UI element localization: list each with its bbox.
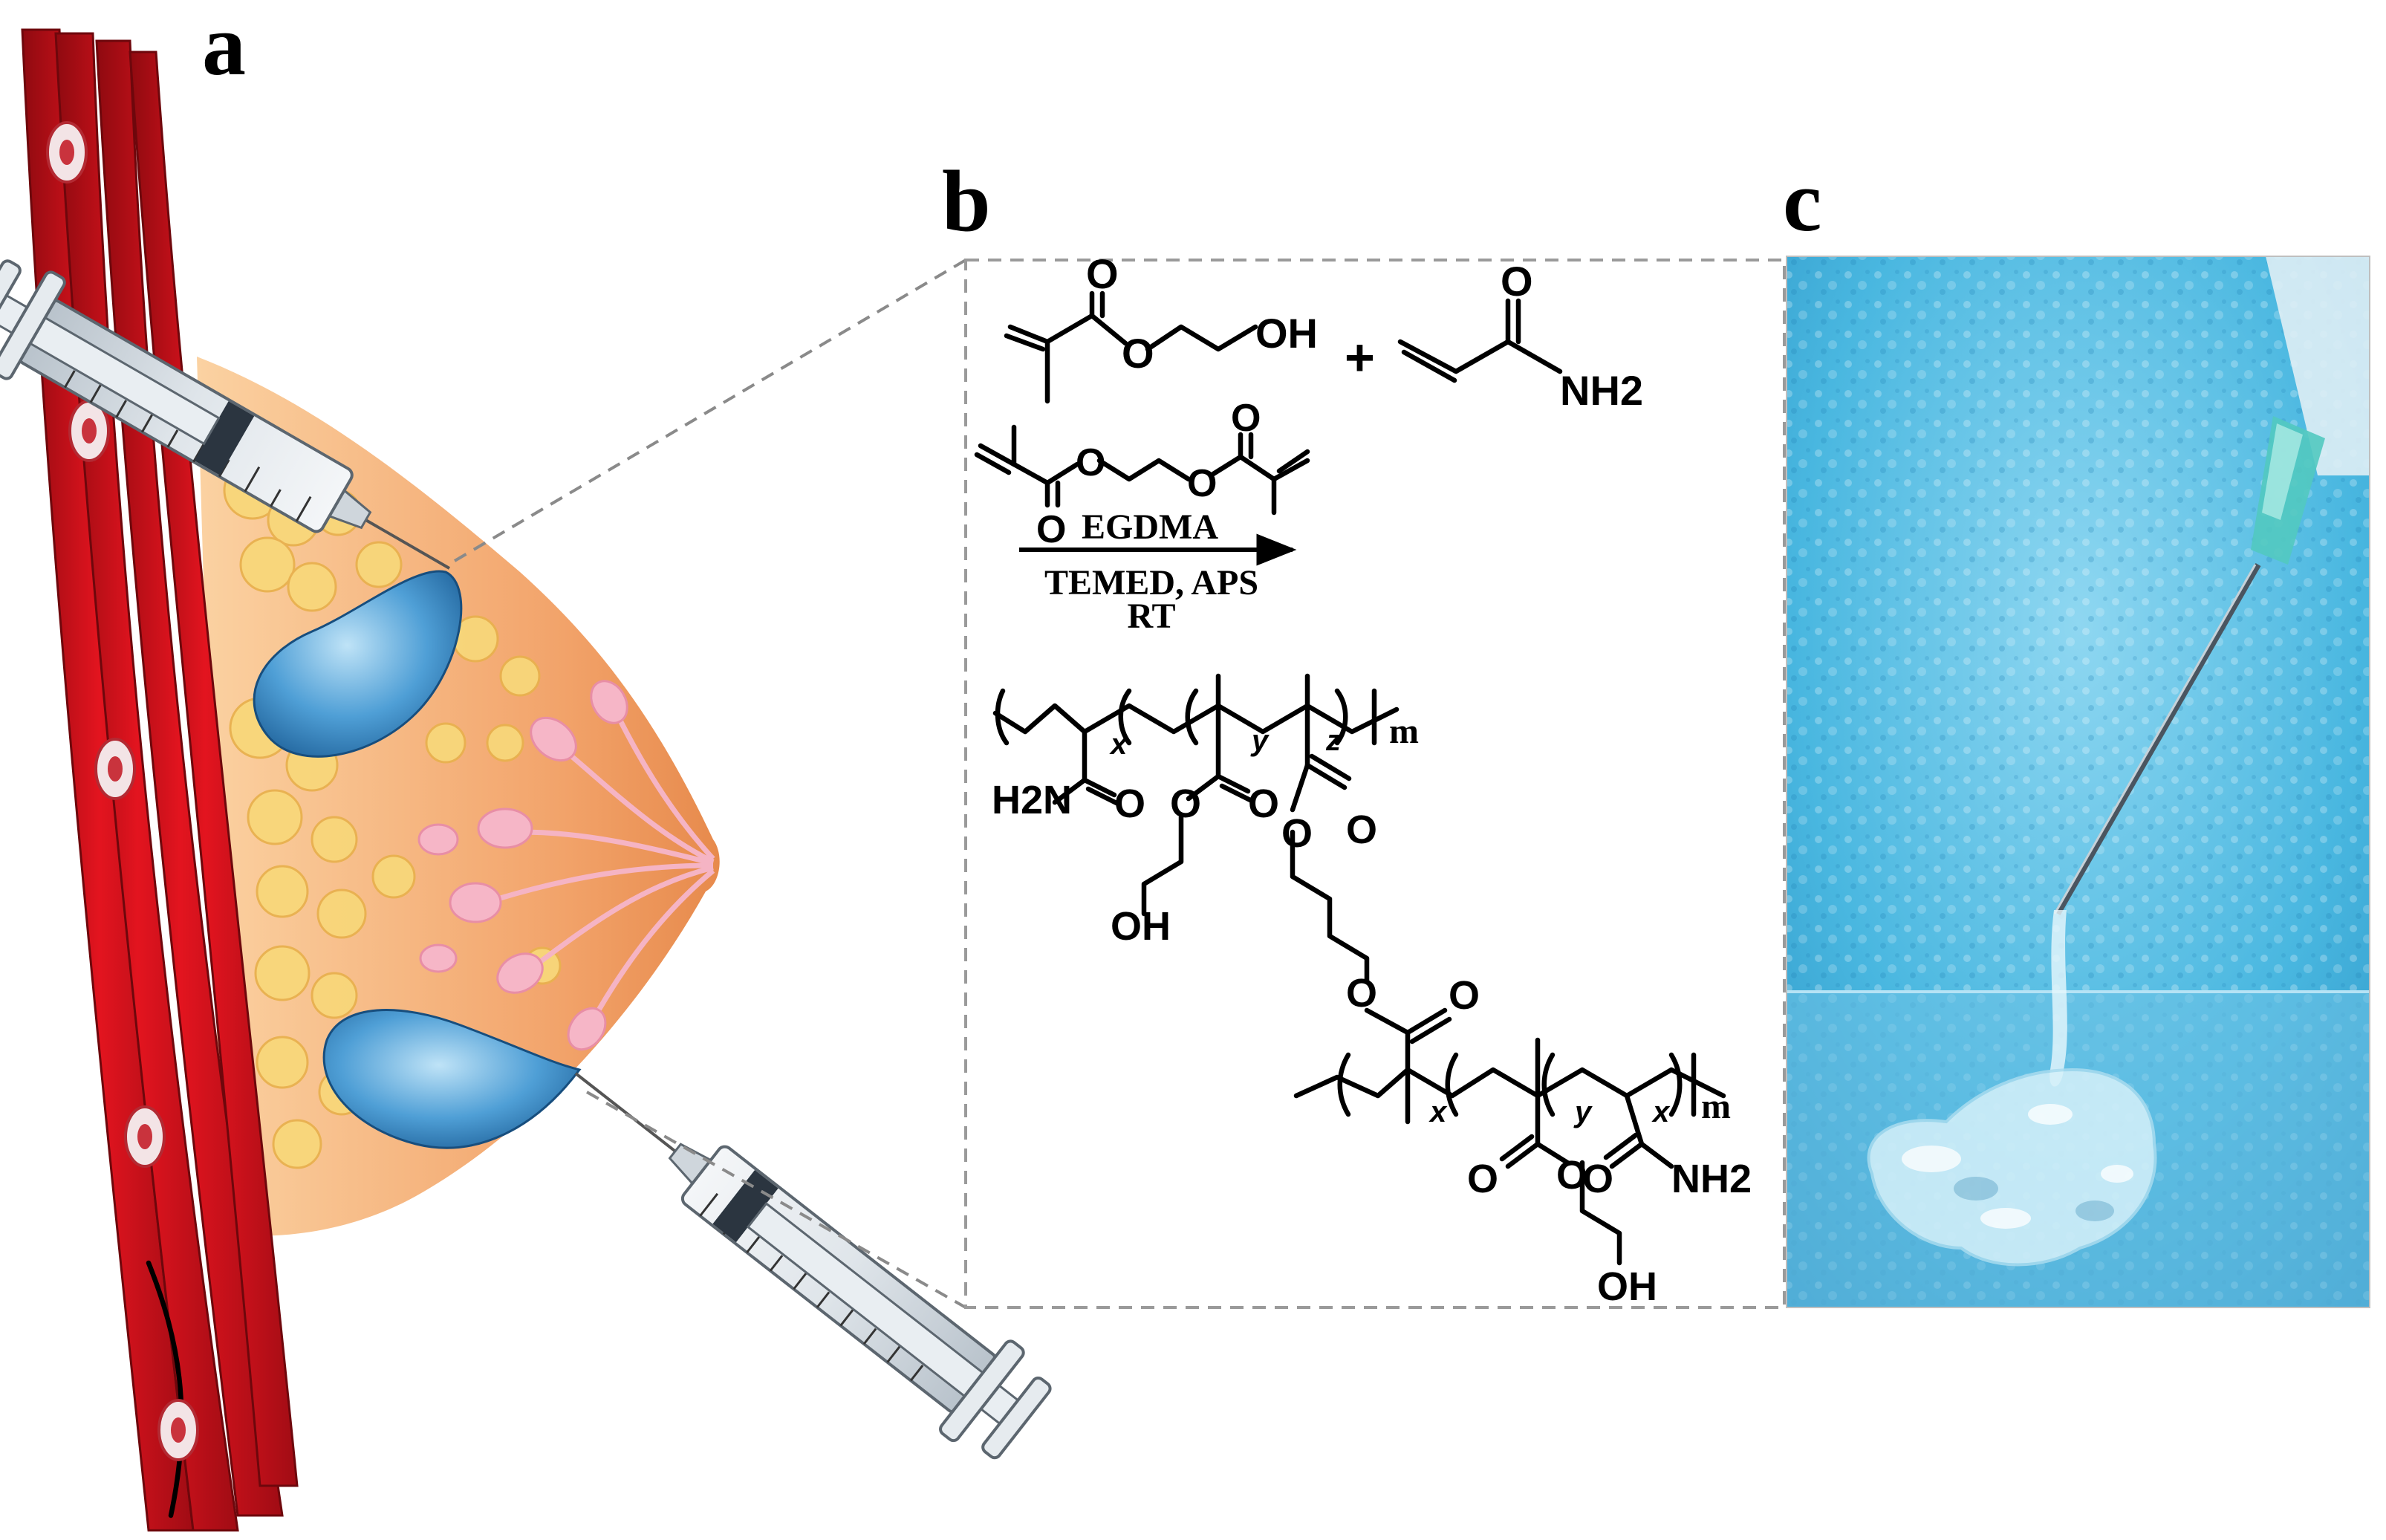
egdma-o1: O	[1036, 508, 1066, 551]
hydrogel-implant-lower	[322, 1009, 582, 1149]
syringe-lower	[574, 1072, 1052, 1460]
upper-ester-o3: O	[1281, 811, 1313, 856]
hydrogel-mass	[1867, 1068, 2157, 1267]
needle-hub	[2251, 256, 2370, 565]
reaction-conditions: TEMED, APS	[1044, 563, 1258, 602]
upper-ester-o2: O	[1248, 782, 1279, 826]
upper-ester-o4: O	[1346, 808, 1377, 852]
panel-c-label: c	[1783, 152, 1821, 250]
hema-monomer: O O OH	[1004, 250, 1318, 404]
hydrogel-implant-upper	[253, 570, 463, 758]
zoom-lines	[453, 259, 967, 1309]
acrylamide-monomer: O NH2	[1397, 258, 1643, 414]
hema-oh: OH	[1255, 310, 1318, 357]
reaction-frame	[964, 259, 1786, 1309]
sub-y-upper: y	[1250, 724, 1270, 757]
sub-m-upper: m	[1389, 712, 1419, 751]
polymer-chain-upper: x y z m H2N O O O O O OH	[992, 673, 1419, 984]
egdma-structure: O O O O	[974, 397, 1310, 551]
polymer-chain-lower: x y x m O O O NH2 OH	[1293, 1037, 1752, 1309]
sub-z-upper: z	[1325, 724, 1341, 757]
sub-x-lower2: x	[1651, 1096, 1671, 1128]
panel-c: c	[1783, 152, 2370, 1308]
sub-x-upper: x	[1109, 728, 1128, 761]
hema-ester-o: O	[1122, 330, 1154, 377]
bridge-o1: O	[1346, 971, 1377, 1016]
sub-x-lower1: x	[1428, 1096, 1448, 1128]
hema-carbonyl-o: O	[1086, 250, 1119, 297]
hydrogel-photo	[1787, 256, 2370, 1307]
lower-amide-o: O	[1582, 1157, 1613, 1201]
plus-sign: +	[1345, 328, 1375, 386]
panel-b: b O O OH + O NH2	[942, 152, 1786, 1309]
extruded-hydrogel-strand	[2049, 910, 2067, 1087]
egdma-o2: O	[1076, 441, 1105, 484]
lower-nh2: NH2	[1671, 1157, 1752, 1201]
egdma-o3: O	[1187, 462, 1217, 505]
acrylamide-nh2: NH2	[1560, 367, 1643, 414]
sub-m-lower: m	[1701, 1087, 1731, 1126]
muscle-cross-sections	[46, 121, 199, 1461]
crosslink-bridge: O O	[1346, 971, 1480, 1073]
needle	[2055, 563, 2261, 915]
panel-a: a	[0, 0, 1052, 1532]
upper-amide-o: O	[1114, 782, 1145, 826]
mammary-glands	[417, 680, 715, 1051]
photo-frame	[1786, 256, 2370, 1308]
hydrogel-highlights	[1902, 1104, 2133, 1229]
h2n-upper: H2N	[992, 778, 1072, 822]
lower-ester-o2: O	[1556, 1153, 1587, 1198]
upper-oh: OH	[1111, 904, 1171, 949]
upper-ester-o1: O	[1170, 782, 1201, 826]
crosslinker-label: EGDMA	[1082, 507, 1218, 547]
bridge-o2: O	[1449, 973, 1480, 1018]
panel-b-label: b	[942, 152, 991, 250]
lower-oh: OH	[1597, 1264, 1657, 1309]
panel-a-label: a	[202, 0, 246, 94]
sub-y-lower: y	[1573, 1096, 1593, 1128]
syringe-upper	[0, 259, 450, 570]
acrylamide-o: O	[1501, 258, 1533, 305]
egdma-o4: O	[1231, 397, 1261, 440]
hydrogel-shadows	[1954, 1177, 2114, 1221]
reaction-temperature: RT	[1128, 597, 1176, 636]
lower-ester-o1: O	[1467, 1157, 1498, 1201]
